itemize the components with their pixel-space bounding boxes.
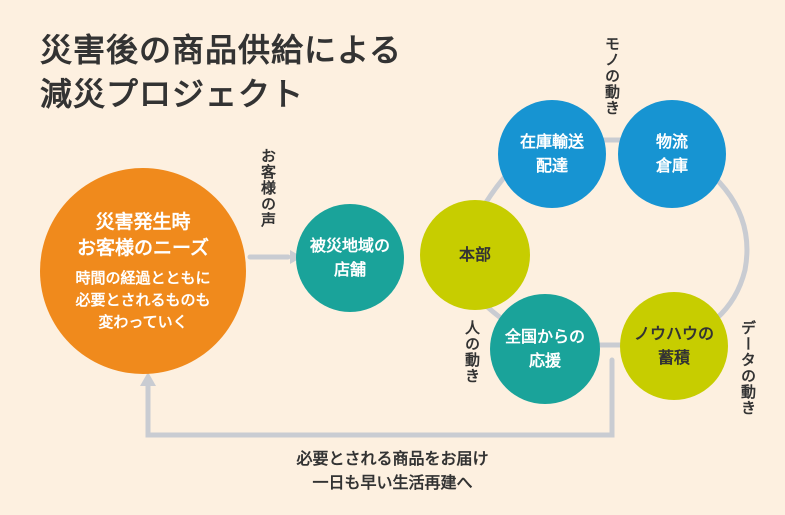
warehouse-line-1: 物流 (655, 132, 688, 151)
warehouse-line-2: 倉庫 (655, 156, 688, 175)
data-flow-label: データの動き (739, 320, 757, 416)
title-line-2: 減災プロジェクト (40, 75, 305, 113)
people-flow-label: 人の動き (463, 320, 481, 384)
headquarters-label: 本部 (458, 245, 491, 264)
needs-heading-1: 災害発生時 (95, 211, 191, 233)
needs-sub-2: 必要とされるものも (75, 291, 211, 309)
support-line-2: 応援 (528, 351, 561, 370)
knowhow-node: ノウハウの 蓄積 (620, 292, 728, 400)
headquarters-node: 本部 (420, 200, 530, 310)
bottom-line-2: 一日も早い生活再建へ (312, 473, 473, 492)
return-line (145, 357, 615, 438)
delivery-line-1: 在庫輸送 (519, 132, 584, 151)
delivery-node: 在庫輸送 配達 (498, 100, 606, 208)
page-title: 災害後の商品供給による 減災プロジェクト (40, 28, 402, 116)
local-store-node: 被災地域の 店舗 (296, 204, 404, 312)
needs-heading-2: お客様のニーズ (76, 237, 210, 259)
local-store-line-1: 被災地域の (309, 236, 390, 255)
needs-sub: 時間の経過とともに 必要とされるものも 変わっていく (75, 267, 210, 333)
customer-needs-node: 災害発生時 お客様のニーズ 時間の経過とともに 必要とされるものも 変わっていく (40, 168, 246, 374)
warehouse-node: 物流 倉庫 (618, 100, 726, 208)
return-arrowhead (140, 372, 156, 386)
needs-sub-3: 変わっていく (98, 313, 188, 331)
support-line-1: 全国からの (504, 327, 585, 346)
needs-sub-1: 時間の経過とともに (75, 269, 211, 287)
knowhow-line-1: ノウハウの (633, 324, 714, 343)
nationwide-support-node: 全国からの 応援 (490, 294, 600, 404)
voice-label: お客様の声 (259, 148, 277, 228)
goods-flow-label: モノの動き (603, 36, 621, 116)
title-line-1: 災害後の商品供給による (40, 31, 403, 69)
bottom-line-1: 必要とされる商品をお届け (296, 449, 489, 468)
local-store-line-2: 店舗 (333, 260, 366, 279)
bottom-caption: 必要とされる商品をお届け 一日も早い生活再建へ (0, 447, 785, 495)
knowhow-line-2: 蓄積 (657, 348, 690, 367)
delivery-line-2: 配達 (535, 156, 568, 175)
